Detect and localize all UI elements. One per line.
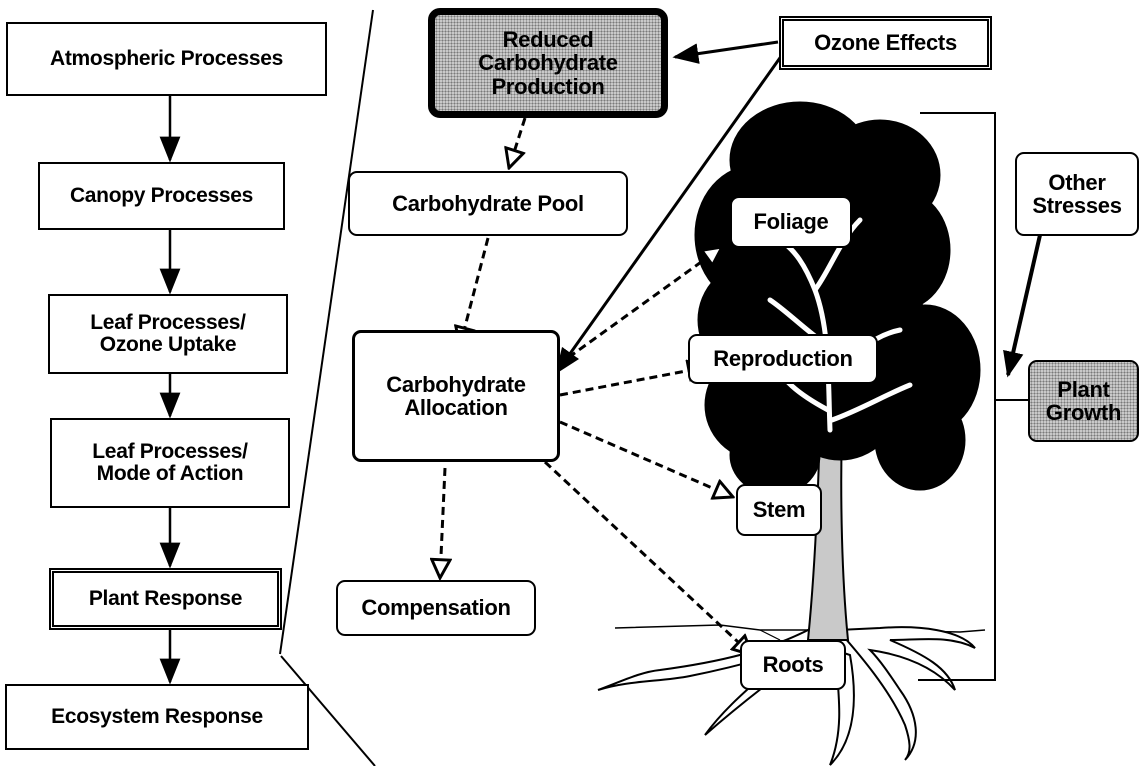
reproduction-label: Reproduction <box>713 346 853 372</box>
other-stresses-box: Other Stresses <box>1015 152 1139 236</box>
other-stresses-line-1: Other <box>1048 169 1106 195</box>
other-stresses-line-2: Stresses <box>1032 193 1122 218</box>
reproduction-box: Reproduction <box>688 334 878 384</box>
ozone-to-reduced-arrow <box>672 40 779 64</box>
compensation-box: Compensation <box>336 580 536 636</box>
leaf-mode-of-action-box: Leaf Processes/ Mode of Action <box>50 418 290 508</box>
plant-response-label: Plant Response <box>88 586 243 610</box>
leaf-mode-line-2: Mode of Action <box>96 462 244 485</box>
compensation-label: Compensation <box>361 595 511 621</box>
carbohydrate-pool-box: Carbohydrate Pool <box>348 171 628 236</box>
roots-label: Roots <box>762 652 824 678</box>
foliage-label: Foliage <box>753 209 829 235</box>
tree-bracket <box>918 112 996 681</box>
ecosystem-response-label: Ecosystem Response <box>51 704 263 728</box>
ozone-to-allocation-arrow <box>555 54 784 375</box>
plant-growth-box: Plant Growth <box>1028 360 1139 442</box>
canopy-processes-box: Canopy Processes <box>38 162 285 230</box>
allocation-line-1: Carbohydrate <box>386 371 526 397</box>
foliage-box: Foliage <box>730 196 852 248</box>
carbohydrate-pool-label: Carbohydrate Pool <box>392 190 584 216</box>
reduced-line-3: Production <box>491 73 605 99</box>
stem-label: Stem <box>752 497 806 523</box>
plant-response-box: Plant Response <box>49 568 282 630</box>
plant-growth-line-1: Plant <box>1057 376 1110 402</box>
stresses-to-growth-arrow <box>1003 234 1042 378</box>
panel-divider-left <box>279 9 374 655</box>
canopy-processes-label: Canopy Processes <box>69 183 254 207</box>
reduced-carbohydrate-box: Reduced Carbohydrate Production <box>428 8 668 118</box>
carbohydrate-allocation-box: Carbohydrate Allocation <box>352 330 560 462</box>
leaf-mode-line-1: Leaf Processes/ <box>92 439 248 463</box>
reduced-line-2: Carbohydrate <box>478 50 618 76</box>
stem-box: Stem <box>736 484 822 536</box>
ozone-effects-box: Ozone Effects <box>779 16 992 70</box>
atmospheric-processes-label: Atmospheric Processes <box>50 46 283 70</box>
plant-growth-line-2: Growth <box>1045 400 1122 425</box>
dashed-flow-arrows <box>440 117 752 655</box>
leaf-uptake-line-2: Ozone Uptake <box>99 333 237 356</box>
panel-divider-bottom <box>280 655 376 766</box>
reduced-line-1: Reduced <box>502 27 594 53</box>
leaf-uptake-line-1: Leaf Processes/ <box>90 310 246 334</box>
atmospheric-processes-box: Atmospheric Processes <box>6 22 327 96</box>
allocation-line-2: Allocation <box>404 395 508 420</box>
ecosystem-response-box: Ecosystem Response <box>5 684 309 750</box>
leaf-ozone-uptake-box: Leaf Processes/ Ozone Uptake <box>48 294 288 374</box>
ozone-effects-label: Ozone Effects <box>814 30 957 56</box>
roots-box: Roots <box>740 640 846 690</box>
